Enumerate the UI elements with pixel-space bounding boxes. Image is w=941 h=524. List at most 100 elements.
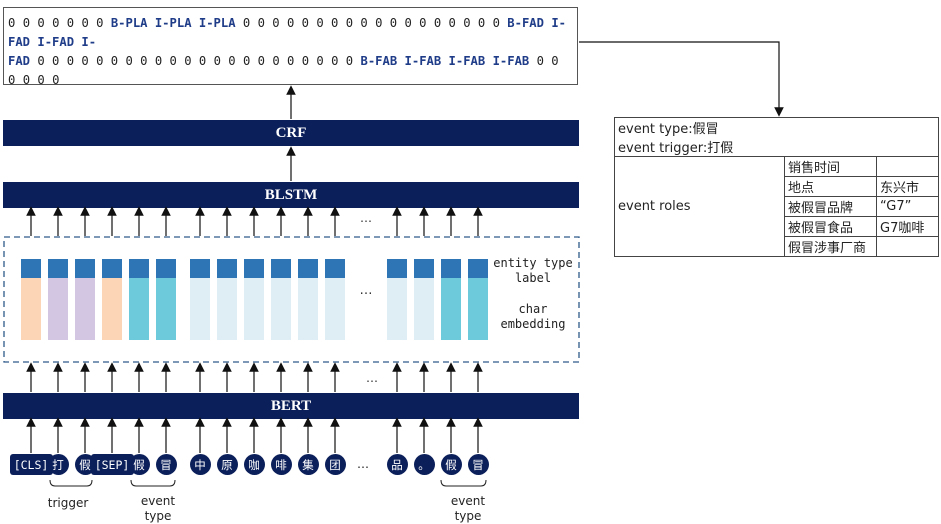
output-tag: B-FAD: [507, 16, 544, 30]
role-name: 被假冒食品: [784, 216, 877, 237]
output-tag: 0: [551, 54, 559, 68]
special-token: [CLS]: [9, 454, 53, 475]
role-value: [875, 236, 940, 257]
output-tag: 0: [22, 16, 31, 30]
output-tag: 0: [154, 54, 163, 68]
event-roles-label: event roles: [614, 156, 785, 257]
entity-label-block: [129, 259, 149, 278]
output-tag: 0: [272, 16, 280, 30]
output-tag: 0: [404, 16, 412, 30]
output-tag: 0: [316, 16, 324, 30]
blstm-arrow-ellipsis: …: [360, 211, 372, 225]
output-tag: 0: [286, 16, 295, 30]
entity-label-block: [156, 259, 176, 278]
entity-label-block: [325, 259, 345, 278]
char-token: 冒: [467, 454, 489, 475]
entity-type-label-text: entity type label: [493, 256, 573, 285]
output-tag: 0: [477, 16, 486, 30]
trigger-group-label: trigger: [47, 496, 89, 510]
output-tag: 0: [66, 16, 75, 30]
output-tag: 0: [419, 16, 427, 30]
output-tag: 0: [184, 54, 192, 68]
entity-label-block: [190, 259, 210, 278]
output-tag: I-FAB: [492, 54, 530, 68]
output-tag: 0: [125, 54, 133, 68]
char-token: 啡: [270, 454, 292, 475]
char-token: 中: [189, 454, 211, 475]
char-embedding-block: [298, 278, 318, 340]
blstm-layer: BLSTM: [3, 182, 579, 208]
output-tag: 0: [96, 54, 104, 68]
char-embedding-block: [468, 278, 488, 340]
token-ellipsis: …: [357, 457, 369, 471]
char-embedding-block: [271, 278, 291, 340]
event-type-group-label-2: event type: [450, 494, 486, 523]
output-tag: I-FAD: [37, 35, 75, 49]
output-line-2: FAD 0 0 0 0 0 0 0 0 0 0 0 0 0 0 0 0 0 0 …: [8, 52, 573, 85]
output-tag: 0: [52, 54, 60, 68]
entity-label-block: [468, 259, 488, 278]
char-embedding-block: [325, 278, 345, 340]
output-tag: 0: [213, 54, 221, 68]
output-tag: 0: [66, 54, 75, 68]
entity-label-block: [271, 259, 291, 278]
char-token: 假: [128, 454, 150, 475]
bert-layer: BERT: [3, 393, 579, 419]
output-tag-sequence: 0 0 0 0 0 0 0 B-PLA I-PLA I-PLA 0 0 0 0 …: [3, 7, 578, 85]
output-tag: 0: [345, 16, 354, 30]
event-type-brace-1: [130, 479, 176, 487]
entity-label-block: [75, 259, 95, 278]
event-type-cell: event type:假冒: [613, 117, 940, 137]
output-tag: 0: [37, 73, 45, 85]
output-tag: 0: [37, 16, 45, 30]
char-token: 团: [324, 454, 346, 475]
event-type-brace-2: [440, 479, 487, 487]
char-token: 品: [386, 454, 408, 475]
output-tag: 0: [22, 73, 31, 85]
trigger-brace: [49, 479, 93, 487]
output-tag: 0: [463, 16, 471, 30]
output-tag: 0: [301, 54, 310, 68]
crf-layer: CRF: [3, 120, 579, 146]
char-embedding-block: [244, 278, 264, 340]
role-name: 被假冒品牌: [784, 196, 877, 217]
output-tag: 0: [257, 16, 265, 30]
output-tag: 0: [198, 54, 207, 68]
char-embedding-block: [414, 278, 434, 340]
output-tag: 0: [242, 54, 251, 68]
entity-label-block: [48, 259, 68, 278]
char-embedding-block: [21, 278, 41, 340]
output-tag: 0: [448, 16, 456, 30]
entity-label-block: [21, 259, 41, 278]
output-tag: 0: [360, 16, 368, 30]
output-tag: 0: [110, 54, 119, 68]
char-embedding-block: [129, 278, 149, 340]
char-embedding-block: [217, 278, 237, 340]
char-token: 咖: [243, 454, 265, 475]
event-trigger-cell: event trigger:打假: [613, 137, 940, 157]
output-tag: 0: [375, 16, 383, 30]
entity-label-block: [298, 259, 318, 278]
char-token: 冒: [155, 454, 177, 475]
event-info-table: event type:假冒 event trigger:打假 event rol…: [613, 117, 940, 257]
output-tag: FAD: [8, 54, 31, 68]
output-tag: I-PLA: [198, 16, 236, 30]
output-tag: 0: [492, 16, 500, 30]
char-embedding-label-text: char embedding: [500, 302, 566, 331]
output-tag: 0: [272, 54, 280, 68]
event-type-group-label-1: event type: [140, 494, 176, 523]
entity-label-block: [414, 259, 434, 278]
entity-label-block: [102, 259, 122, 278]
char-embedding-block: [48, 278, 68, 340]
output-tag: I-FAD: [8, 16, 566, 49]
output-tag: 0: [169, 54, 177, 68]
char-embedding-block: [102, 278, 122, 340]
entity-label-block: [217, 259, 237, 278]
bert-arrow-ellipsis: …: [366, 371, 378, 385]
char-token: 假: [440, 454, 462, 475]
output-tag: 0: [81, 54, 89, 68]
arrow-output-to-table: [579, 41, 784, 117]
special-token: [SEP]: [90, 454, 134, 475]
